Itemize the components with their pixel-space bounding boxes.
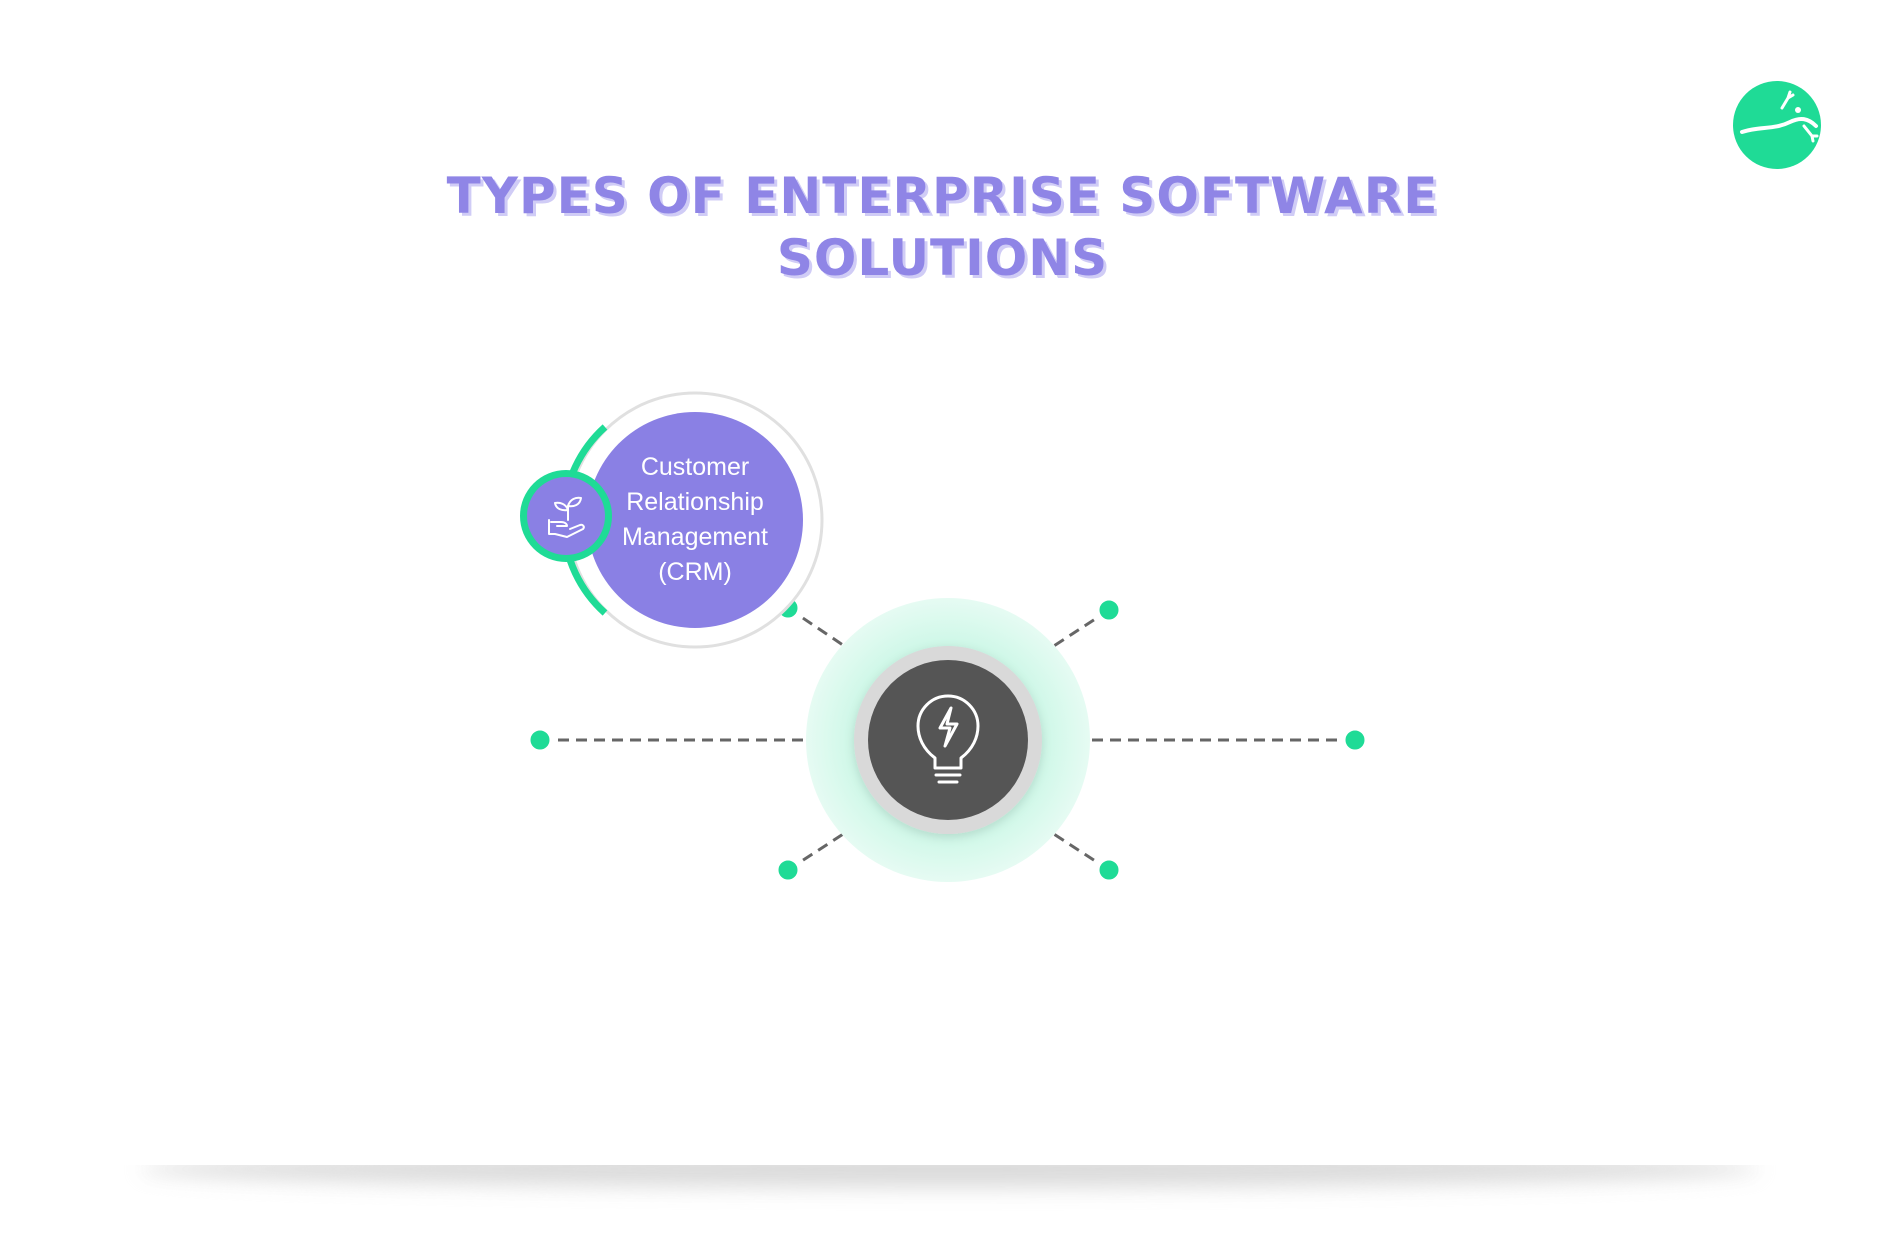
node-label-treasure: Treasure Management Enterprise Software <box>622 895 768 1028</box>
title-line-1: TYPES OF ENTERPRISE SOFTWARE <box>446 167 1439 225</box>
infographic-card <box>0 0 1885 1165</box>
node-label-marketing: Marketing Automation Software <box>1422 690 1550 789</box>
node-label-crm: Customer Relationship Management (CRM) <box>622 453 768 586</box>
connector-dot-erp <box>527 727 553 753</box>
connector-dot-treasure <box>775 857 801 883</box>
node-label-bi: Business Intelligence <box>1135 930 1263 993</box>
node-label-erp: Enterprise Resource Planning or ERP Soft… <box>326 673 512 806</box>
node-label-project: Project Management Software <box>1123 470 1269 569</box>
connector-dots <box>527 595 1368 883</box>
connector-dot-project <box>1096 597 1122 623</box>
node-crm <box>520 391 824 649</box>
lightbulb-bolt-icon <box>916 694 980 784</box>
page-title: TYPES OF ENTERPRISE SOFTWARE SOLUTIONS <box>0 165 1885 289</box>
center-hub <box>806 598 1090 882</box>
connector-dot-marketing <box>1342 727 1368 753</box>
gecko-logo-icon <box>1733 81 1821 169</box>
connector-dot-bi <box>1096 857 1122 883</box>
title-line-2: SOLUTIONS <box>776 229 1109 287</box>
plant-in-hand-icon <box>548 496 585 538</box>
